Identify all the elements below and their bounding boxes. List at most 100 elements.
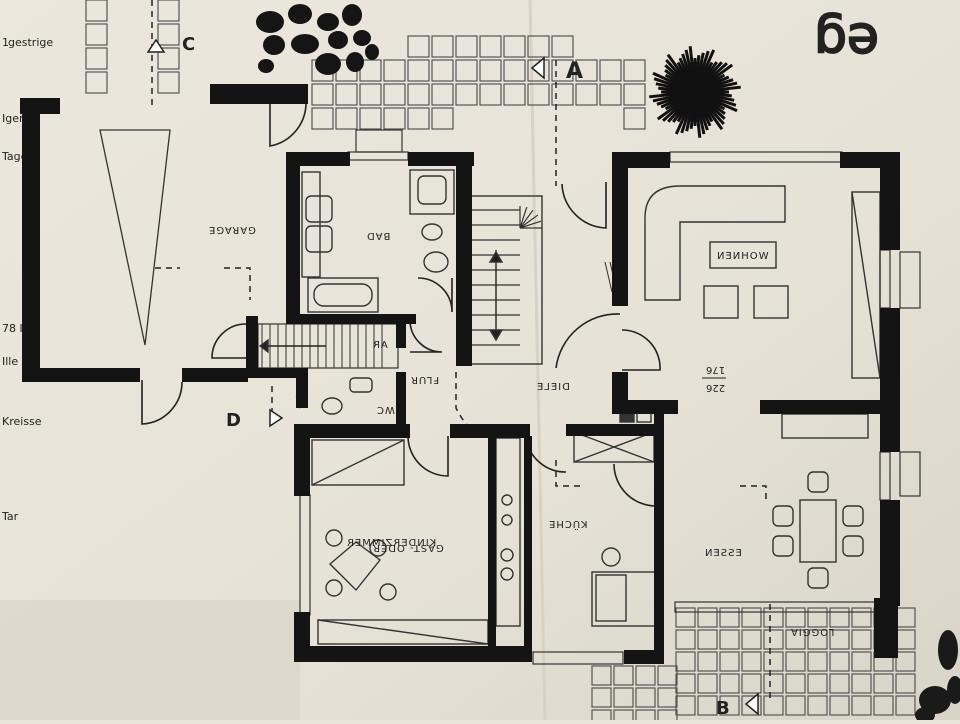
tree-branch [697, 100, 712, 127]
paving-tile [895, 695, 916, 716]
paving-tile [741, 651, 762, 672]
bidet-icon [423, 251, 449, 273]
paving-tile [851, 673, 872, 694]
paving-tile [455, 83, 478, 106]
room-label-diele: DIELE [536, 382, 570, 393]
tree-trunk [685, 82, 705, 102]
shrub-icon [256, 4, 379, 75]
paving-tile [807, 695, 828, 716]
sink-icon [305, 195, 333, 223]
section-arrow-d [269, 408, 284, 428]
margin-fragment: Iger [2, 112, 24, 125]
tree-branch [655, 82, 686, 92]
paving-tile [479, 59, 502, 82]
paving-tile [785, 695, 806, 716]
car-outline [99, 129, 171, 346]
toilet-icon [321, 397, 343, 415]
door-swing [141, 380, 183, 425]
paving-tile [575, 83, 598, 106]
tree-branch [660, 94, 687, 109]
wall [624, 650, 664, 664]
wall [760, 400, 884, 414]
wall [210, 84, 308, 104]
margin-fragment: 1 [2, 36, 9, 49]
paving-tile [741, 695, 762, 716]
paving-tile [311, 107, 334, 130]
wall [880, 500, 900, 606]
paving-tile [741, 607, 762, 628]
paving-tile [697, 629, 718, 650]
paving-tile [763, 673, 784, 694]
wall [286, 152, 350, 166]
room-labels: GARAGE BAD WOHNEN AR FLUR DIELE WC GAST-… [208, 224, 834, 637]
paving-tile [851, 695, 872, 716]
paving-tile [719, 607, 740, 628]
paving-tile [431, 35, 454, 58]
paving-tile [829, 651, 850, 672]
door-swing [417, 277, 453, 313]
paving-tile [763, 695, 784, 716]
paving-tile [741, 673, 762, 694]
paving-tile [719, 695, 740, 716]
paving-tile [407, 35, 430, 58]
room-label-gast-2: KINDERZIMMER [346, 538, 436, 549]
tree-branch [678, 57, 693, 84]
paving-tile [807, 629, 828, 650]
paving-tile [599, 59, 622, 82]
paving-tile [551, 83, 574, 106]
paving-tile [407, 59, 430, 82]
stair-winder [519, 209, 534, 229]
paving-tile [591, 687, 612, 708]
paving-tile [407, 83, 430, 106]
paving-tile [311, 83, 334, 106]
paving-tile [503, 35, 526, 58]
paving-tile [157, 47, 180, 70]
paving-tile [503, 83, 526, 106]
paving-tile [383, 59, 406, 82]
section-markers: A C D B [146, 34, 759, 719]
wall [456, 152, 472, 366]
section-arrow-c [146, 38, 166, 53]
toilet-icon [421, 223, 443, 241]
tree-branch [700, 98, 725, 125]
door-swing [409, 319, 443, 353]
wall [396, 322, 406, 348]
wall [182, 368, 248, 382]
paving-tile [763, 651, 784, 672]
armchair-icon [703, 285, 739, 319]
room-label-loggia: LOGGIA [790, 626, 834, 637]
paving-tile [697, 651, 718, 672]
wall [450, 424, 530, 438]
wall [246, 368, 308, 378]
paving-tile [551, 35, 574, 58]
room-label-ar: AR [372, 340, 388, 351]
window-sill [899, 451, 921, 497]
coffee-table [709, 241, 777, 269]
tree-branch [704, 92, 735, 102]
stair-arrow [258, 338, 269, 354]
paving-tile [697, 695, 718, 716]
paving-tile [851, 629, 872, 650]
door-swings [141, 102, 661, 507]
room-label-flur: FLUR [410, 374, 439, 385]
paving-tile [807, 651, 828, 672]
stair-winder [519, 214, 539, 229]
door-swing [407, 435, 449, 477]
paving-tile [785, 629, 806, 650]
paving-tile [657, 665, 678, 686]
paving-tile [157, 23, 180, 46]
walls [20, 84, 900, 664]
paving-tile [431, 107, 454, 130]
table-icon [328, 541, 381, 592]
paving-tile [527, 59, 550, 82]
svg-text:eg: eg [814, 11, 879, 71]
paving-tile [359, 83, 382, 106]
paving-tile [383, 107, 406, 130]
room-label-essen: ESSEN [704, 548, 742, 559]
stair-winder [519, 220, 542, 229]
paving-tile [479, 35, 502, 58]
stool-icon [601, 547, 621, 567]
room-label-kueche: KÜCHE [548, 518, 587, 531]
wall [524, 436, 532, 650]
wall [396, 372, 406, 436]
